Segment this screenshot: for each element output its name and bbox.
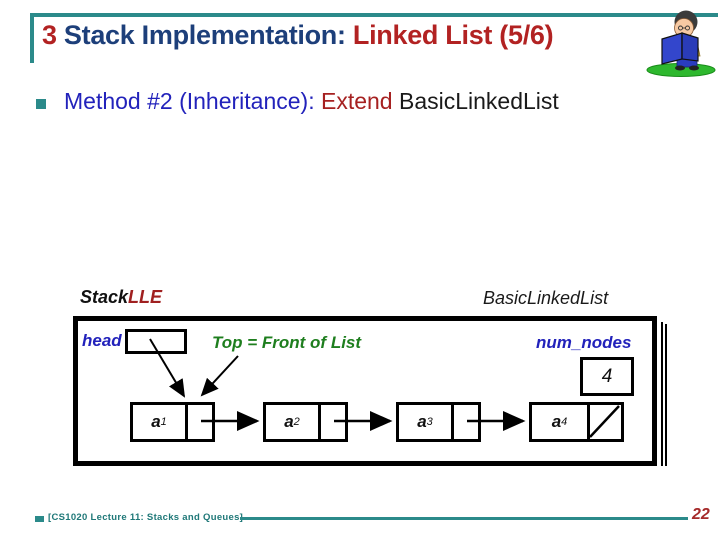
node-label-subscript: 4	[561, 416, 568, 428]
title-highlight-text: Linked List (5/6)	[352, 20, 554, 50]
title-top-rule	[30, 13, 718, 17]
node-pointer-cell	[321, 405, 345, 439]
num-nodes-value: 4	[601, 365, 613, 387]
node-pointer-cell-null	[590, 405, 621, 439]
footer-rule	[240, 517, 688, 520]
bullet-marker	[36, 99, 46, 109]
bullet-emphasis-text: Extend	[320, 88, 399, 114]
head-pointer-label: head	[82, 331, 122, 350]
num-nodes-label: num_nodes	[536, 333, 632, 352]
node-pointer-cell	[454, 405, 478, 439]
bullet-text: Method #2 (Inheritance): Extend BasicLin…	[64, 88, 559, 115]
node-label-subscript: 1	[160, 416, 167, 428]
node-label: a	[417, 412, 427, 431]
title-left-rule	[30, 13, 34, 63]
node-pointer-cell	[188, 405, 212, 439]
head-pointer-box	[125, 329, 187, 354]
stack-class-suffix: LLE	[128, 287, 163, 307]
reading-boy-clipart	[646, 10, 716, 77]
num-nodes-value-box: 4	[580, 357, 634, 396]
title-section-number: 3	[42, 20, 57, 50]
stack-class-label: StackLLE	[80, 287, 162, 308]
frame-shadow-line	[665, 324, 667, 466]
node-label-subscript: 2	[293, 416, 300, 428]
node-label: a	[284, 412, 294, 431]
footer-course-text: [CS1020 Lecture 11: Stacks and Queues]	[48, 512, 244, 523]
title-main-text: Stack Implementation:	[56, 20, 353, 50]
footer-dash	[35, 516, 44, 522]
stack-class-prefix: Stack	[80, 287, 129, 307]
parent-class-label: BasicLinkedList	[483, 288, 609, 308]
bullet-subject-text: BasicLinkedList	[398, 88, 559, 114]
node-label: a	[151, 412, 161, 431]
page-title: 3 Stack Implementation: Linked List (5/6…	[42, 20, 554, 51]
frame-shadow-line	[661, 322, 663, 466]
bullet-lead-text: Method #2 (Inheritance):	[64, 88, 321, 114]
node-label-subscript: 3	[426, 416, 433, 428]
node-label: a	[551, 412, 562, 431]
top-front-note: Top = Front of List	[212, 333, 362, 352]
page-number: 22	[692, 506, 710, 523]
